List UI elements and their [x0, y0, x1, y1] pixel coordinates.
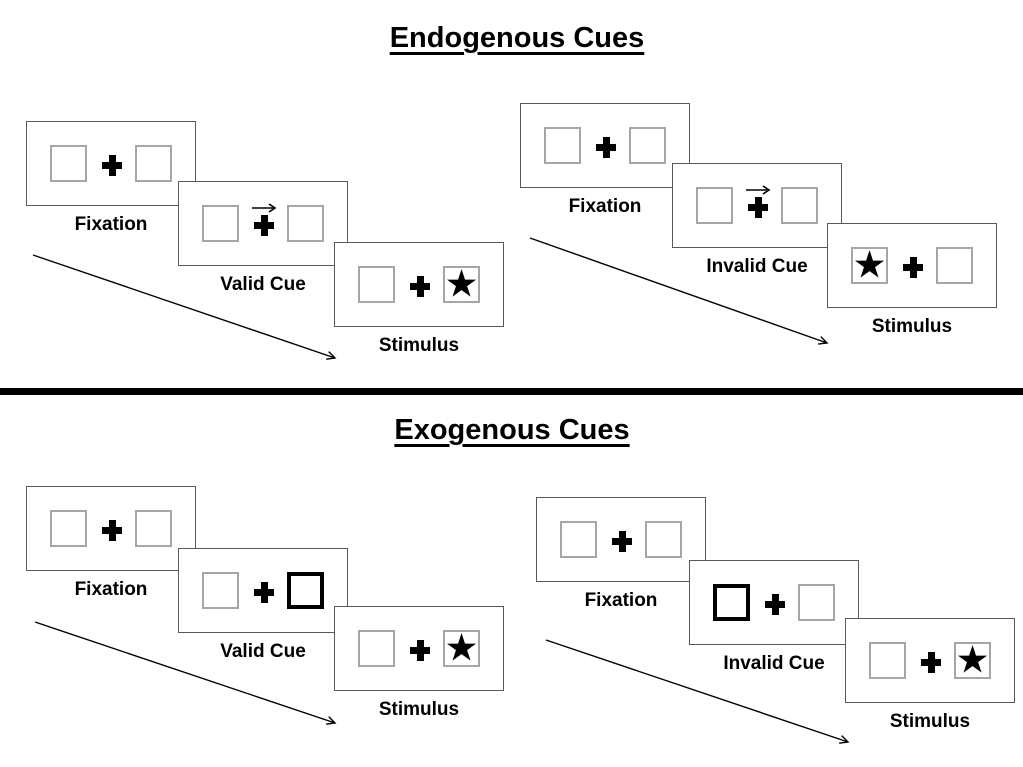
fixation-screen: [520, 103, 690, 188]
stimulus-screen: ★: [334, 606, 504, 691]
section-title-exogenous: Exogenous Cues: [394, 414, 630, 446]
stimulus-screen: ★: [827, 223, 997, 308]
right-placeholder-box: [135, 510, 172, 547]
right-placeholder-box: [781, 187, 818, 224]
fixation-screen: [26, 121, 196, 206]
step-label-cue: Valid Cue: [220, 274, 306, 295]
step-label-cue: Invalid Cue: [723, 653, 825, 674]
fixation-cross-icon: [596, 137, 616, 158]
left-placeholder-box: [696, 187, 733, 224]
stimulus-screen: ★: [334, 242, 504, 327]
step-label-fixation: Fixation: [584, 590, 658, 611]
right-arrow-cue-icon: [746, 185, 771, 195]
stimulus-box: ★: [443, 260, 480, 305]
left-placeholder-box: [202, 205, 239, 242]
left-placeholder-box: [50, 510, 87, 547]
star-stimulus-icon: ★: [955, 636, 990, 681]
step-label-stimulus: Stimulus: [889, 711, 971, 732]
step-label-fixation: Fixation: [74, 579, 148, 600]
star-stimulus-icon: ★: [444, 624, 479, 669]
right-placeholder-box: [135, 145, 172, 182]
stimulus-screen: ★: [845, 618, 1015, 703]
fixation-cross-icon: [102, 155, 122, 176]
fixation-cross-icon: [612, 531, 632, 552]
left-placeholder-box: [358, 630, 395, 667]
left-placeholder-box: [869, 642, 906, 679]
cue-screen: [672, 163, 842, 248]
right-placeholder-box: [936, 247, 973, 284]
stimulus-box: ★: [443, 624, 480, 669]
star-stimulus-icon: ★: [444, 260, 479, 305]
step-label-fixation: Fixation: [74, 214, 148, 235]
cue-screen: [178, 548, 348, 633]
fixation-cross-icon: [903, 257, 923, 278]
stimulus-box: ★: [954, 636, 991, 681]
bold-cue-box: [287, 572, 324, 609]
fixation-screen: [536, 497, 706, 582]
left-placeholder-box: [560, 521, 597, 558]
step-label-cue: Invalid Cue: [706, 256, 808, 277]
step-label-stimulus: Stimulus: [871, 316, 953, 337]
step-label-stimulus: Stimulus: [378, 335, 460, 356]
left-placeholder-box: [50, 145, 87, 182]
right-placeholder-box: [798, 584, 835, 621]
bold-cue-box: [713, 584, 750, 621]
left-placeholder-box: [544, 127, 581, 164]
section-title-endogenous: Endogenous Cues: [389, 22, 645, 54]
right-placeholder-box: [645, 521, 682, 558]
fixation-cross-icon: [410, 640, 430, 661]
step-label-fixation: Fixation: [568, 196, 642, 217]
right-arrow-cue-icon: [252, 203, 277, 213]
fixation-cross-icon: [765, 594, 785, 615]
stimulus-box: ★: [851, 241, 888, 286]
step-label-cue: Valid Cue: [220, 641, 306, 662]
fixation-cross-icon: [748, 197, 768, 218]
cue-screen: [178, 181, 348, 266]
right-placeholder-box: [629, 127, 666, 164]
fixation-cross-icon: [254, 215, 274, 236]
fixation-cross-icon: [921, 652, 941, 673]
time-arrow-endogenous-invalid: [529, 237, 829, 345]
right-placeholder-box: [287, 205, 324, 242]
fixation-cross-icon: [102, 520, 122, 541]
fixation-screen: [26, 486, 196, 571]
left-placeholder-box: [358, 266, 395, 303]
step-label-stimulus: Stimulus: [378, 699, 460, 720]
section-divider-line: [0, 388, 1023, 395]
fixation-cross-icon: [254, 582, 274, 603]
star-stimulus-icon: ★: [852, 241, 887, 286]
fixation-cross-icon: [410, 276, 430, 297]
left-placeholder-box: [202, 572, 239, 609]
cue-screen: [689, 560, 859, 645]
time-arrow-exogenous-valid: [34, 621, 337, 725]
time-arrow-endogenous-valid: [32, 254, 337, 360]
